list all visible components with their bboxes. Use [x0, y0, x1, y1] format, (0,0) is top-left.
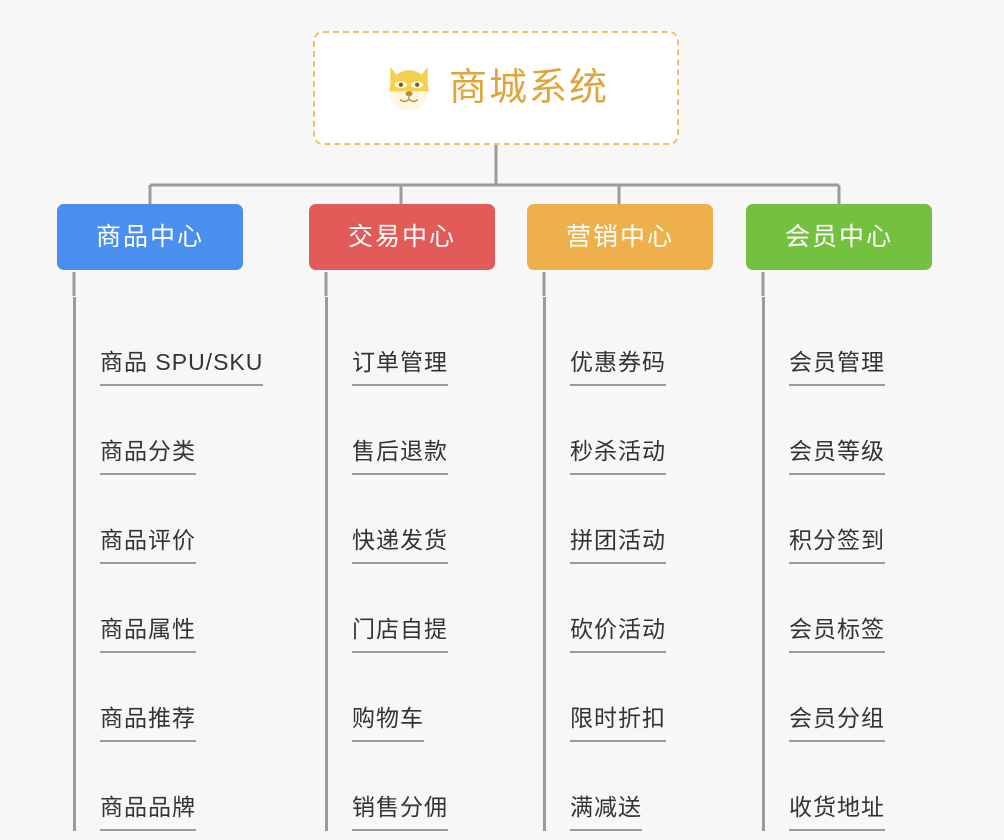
leaf-label: 商品 SPU/SKU — [100, 349, 264, 386]
leaf-label: 优惠券码 — [570, 349, 666, 386]
leaf-label: 售后退款 — [352, 438, 448, 475]
leaf-item[interactable]: 商品评价 — [73, 475, 277, 564]
leaf-item[interactable]: 砍价活动 — [543, 564, 747, 653]
root-title: 商城系统 — [448, 67, 609, 109]
category-column-2: 营销中心 优惠券码 秒杀活动 拼团活动 砍价活动 限时折扣 满减送 — [527, 204, 747, 831]
leaf-label: 秒杀活动 — [570, 438, 666, 475]
leaf-label: 会员等级 — [789, 438, 885, 475]
category-box-3[interactable]: 会员中心 — [746, 204, 932, 270]
leaf-item[interactable]: 购物车 — [325, 653, 529, 742]
category-box-2[interactable]: 营销中心 — [527, 204, 713, 270]
category-column-1: 交易中心 订单管理 售后退款 快递发货 门店自提 购物车 销售分佣 — [309, 204, 529, 831]
leaf-item[interactable]: 会员等级 — [762, 386, 966, 475]
leaf-item[interactable]: 订单管理 — [325, 297, 529, 386]
category-label-3: 会员中心 — [784, 222, 893, 251]
leaf-item[interactable]: 秒杀活动 — [543, 386, 747, 475]
leaf-label: 满减送 — [570, 794, 642, 831]
leaf-label: 会员标签 — [789, 616, 885, 653]
leaf-label: 砍价活动 — [570, 616, 666, 653]
category-column-3: 会员中心 会员管理 会员等级 积分签到 会员标签 会员分组 收货地址 — [746, 204, 966, 831]
category-column-0: 商品中心 商品 SPU/SKU 商品分类 商品评价 商品属性 商品推荐 商品品牌 — [57, 204, 277, 831]
leaf-label: 收货地址 — [789, 794, 885, 831]
leaf-label: 商品属性 — [100, 616, 196, 653]
leaf-label: 商品评价 — [100, 527, 196, 564]
leaf-list-3: 会员管理 会员等级 积分签到 会员标签 会员分组 收货地址 — [746, 297, 966, 831]
leaf-item[interactable]: 会员分组 — [762, 653, 966, 742]
leaf-label: 商品分类 — [100, 438, 196, 475]
root-node[interactable]: 商城系统 — [313, 31, 679, 145]
leaf-label: 快递发货 — [352, 527, 448, 564]
leaf-label: 积分签到 — [789, 527, 885, 564]
category-box-1[interactable]: 交易中心 — [309, 204, 495, 270]
leaf-item[interactable]: 会员管理 — [762, 297, 966, 386]
leaf-item[interactable]: 快递发货 — [325, 475, 529, 564]
leaf-item[interactable]: 收货地址 — [762, 742, 966, 831]
leaf-label: 会员管理 — [789, 349, 885, 386]
leaf-item[interactable]: 商品品牌 — [73, 742, 277, 831]
leaf-item[interactable]: 门店自提 — [325, 564, 529, 653]
category-box-0[interactable]: 商品中心 — [57, 204, 243, 270]
leaf-item[interactable]: 商品分类 — [73, 386, 277, 475]
leaf-item[interactable]: 满减送 — [543, 742, 747, 831]
leaf-list-1: 订单管理 售后退款 快递发货 门店自提 购物车 销售分佣 — [309, 297, 529, 831]
category-columns: 商品中心 商品 SPU/SKU 商品分类 商品评价 商品属性 商品推荐 商品品牌… — [0, 204, 1004, 840]
category-label-0: 商品中心 — [95, 222, 204, 251]
leaf-item[interactable]: 拼团活动 — [543, 475, 747, 564]
leaf-label: 商品推荐 — [100, 705, 196, 742]
leaf-label: 门店自提 — [352, 616, 448, 653]
category-label-1: 交易中心 — [347, 222, 456, 251]
leaf-item[interactable]: 商品属性 — [73, 564, 277, 653]
leaf-label: 限时折扣 — [570, 705, 666, 742]
leaf-label: 订单管理 — [352, 349, 448, 386]
leaf-item[interactable]: 商品 SPU/SKU — [73, 297, 277, 386]
leaf-item[interactable]: 限时折扣 — [543, 653, 747, 742]
leaf-label: 销售分佣 — [352, 794, 448, 831]
leaf-label: 拼团活动 — [570, 527, 666, 564]
leaf-item[interactable]: 商品推荐 — [73, 653, 277, 742]
leaf-item[interactable]: 优惠券码 — [543, 297, 747, 386]
leaf-item[interactable]: 会员标签 — [762, 564, 966, 653]
leaf-label: 购物车 — [352, 705, 424, 742]
leaf-list-2: 优惠券码 秒杀活动 拼团活动 砍价活动 限时折扣 满减送 — [527, 297, 747, 831]
category-label-2: 营销中心 — [565, 222, 674, 251]
leaf-item[interactable]: 积分签到 — [762, 475, 966, 564]
leaf-list-0: 商品 SPU/SKU 商品分类 商品评价 商品属性 商品推荐 商品品牌 — [57, 297, 277, 831]
leaf-item[interactable]: 销售分佣 — [325, 742, 529, 831]
dog-face-icon — [389, 66, 429, 111]
leaf-label: 会员分组 — [789, 705, 885, 742]
leaf-item[interactable]: 售后退款 — [325, 386, 529, 475]
leaf-label: 商品品牌 — [100, 794, 196, 831]
